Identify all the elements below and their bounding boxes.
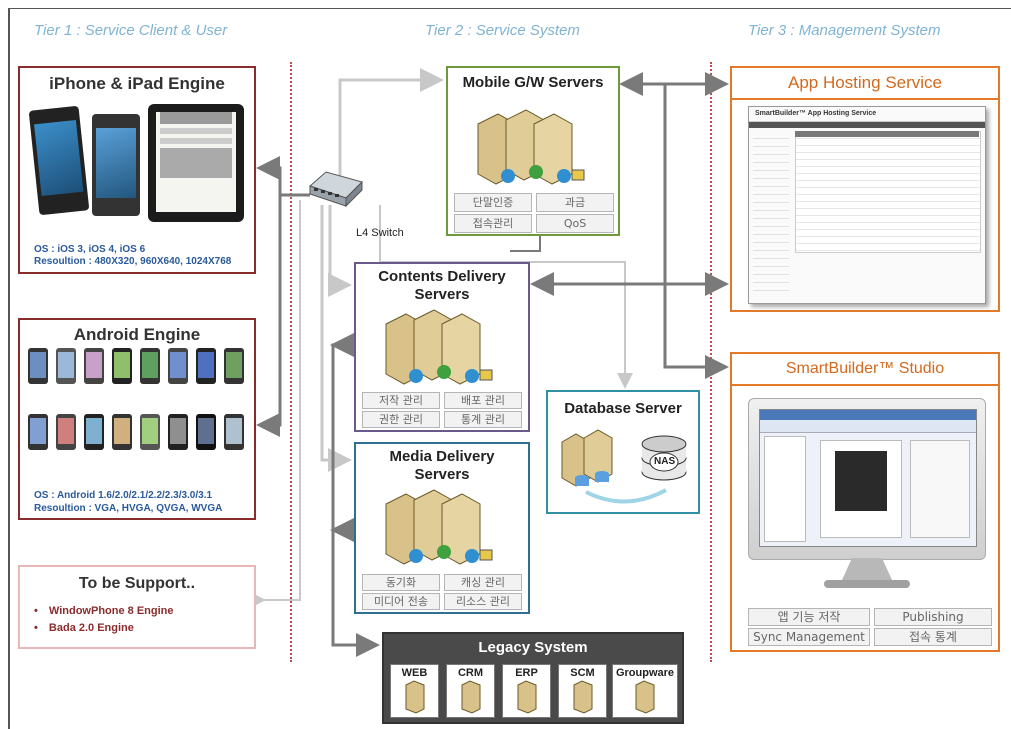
studio-title: SmartBuilder™ Studio [732, 354, 998, 386]
contents-label-permission: 권한 관리 [362, 411, 440, 428]
support-item: • Bada 2.0 Engine [34, 622, 134, 634]
monitor-stand-icon [824, 558, 910, 588]
legacy-crm: CRM [446, 664, 495, 718]
server-group-icon [385, 309, 493, 385]
iphone-device-2 [92, 114, 140, 216]
legacy-erp: ERP [502, 664, 551, 718]
studio-box: SmartBuilder™ Studio 앱 기능 저작 Publishing … [730, 352, 1000, 652]
iphone-resolution: Resoultion : 480X320, 960X640, 1024X768 [34, 256, 232, 267]
l4-switch [306, 168, 364, 208]
media-label-sync: 동기화 [362, 574, 440, 591]
contents-label-authoring: 저작 관리 [362, 392, 440, 409]
database-server-box: Database Server NAS [546, 390, 700, 514]
gw-label-auth: 단말인증 [454, 193, 532, 212]
nas-label: NAS [654, 456, 676, 467]
android-engine-box: Android Engine OS : Android 1.6/2.0/2.1/… [18, 318, 256, 520]
gw-label-qos: QoS [536, 214, 614, 233]
contents-label-stats: 통계 관리 [444, 411, 522, 428]
frame-left-line [8, 8, 10, 729]
server-group-icon [477, 109, 585, 185]
iphone-engine-title: iPhone & iPad Engine [49, 74, 225, 93]
studio-label-sync: Sync Management [748, 628, 870, 646]
iphone-engine-box: iPhone & iPad Engine OS : iOS 3, iOS 4, … [18, 66, 256, 274]
studio-label-authoring: 앱 기능 저작 [748, 608, 870, 626]
monitor-icon [748, 398, 986, 560]
media-label-caching: 캐싱 관리 [444, 574, 522, 591]
database-icon [561, 429, 687, 504]
legacy-scm: SCM [558, 664, 607, 718]
frame-top-line [8, 8, 1011, 9]
android-device-grid [28, 348, 250, 483]
server-icon [573, 680, 592, 714]
gw-label-connection: 접속관리 [454, 214, 532, 233]
legacy-web: WEB [390, 664, 439, 718]
l4-switch-label: L4 Switch [356, 227, 404, 239]
media-delivery-box: Media Delivery Servers 동기화 캐싱 관리 미디어 전송 … [354, 442, 530, 614]
app-hosting-screenshot: SmartBuilder™ App Hosting Service [748, 106, 986, 304]
studio-label-stats: 접속 통계 [874, 628, 992, 646]
legacy-groupware: Groupware [612, 664, 678, 718]
tier1-divider [290, 62, 292, 662]
android-os: OS : Android 1.6/2.0/2.1/2.2/2.3/3.0/3.1 [34, 490, 213, 501]
media-delivery-title: Media Delivery Servers [389, 448, 495, 483]
legacy-system-title: Legacy System [478, 639, 588, 656]
server-group-icon [385, 489, 493, 565]
to-be-supported-title: To be Support.. [78, 575, 196, 592]
server-icon [461, 680, 480, 714]
android-resolution: Resoultion : VGA, HVGA, QVGA, WVGA [34, 503, 223, 514]
gw-label-billing: 과금 [536, 193, 614, 212]
media-label-resource: 리소스 관리 [444, 593, 522, 610]
app-hosting-window-title: SmartBuilder™ App Hosting Service [749, 107, 985, 122]
contents-delivery-box: Contents Delivery Servers 저작 관리 배포 관리 권한… [354, 262, 530, 432]
studio-label-publishing: Publishing [874, 608, 992, 626]
media-label-transfer: 미디어 전송 [362, 593, 440, 610]
server-icon [635, 680, 655, 714]
tier3-heading: Tier 3 : Management System [748, 22, 941, 39]
contents-delivery-title: Contents Delivery Servers [378, 268, 506, 303]
tier1-heading: Tier 1 : Service Client & User [34, 22, 228, 39]
server-icon [517, 680, 536, 714]
iphone-os: OS : iOS 3, iOS 4, iOS 6 [34, 244, 146, 255]
ipad-device [148, 104, 244, 222]
android-engine-title: Android Engine [73, 325, 201, 344]
tier2-heading: Tier 2 : Service System [425, 22, 580, 39]
legacy-system-box: Legacy System WEB CRM ERP SCM Groupware [382, 632, 684, 724]
app-hosting-title: App Hosting Service [732, 68, 998, 100]
app-hosting-box: App Hosting Service SmartBuilder™ App Ho… [730, 66, 1000, 312]
mobile-gw-box: Mobile G/W Servers 단말인증 과금 접속관리 QoS [446, 66, 620, 236]
mobile-gw-title: Mobile G/W Servers [462, 74, 604, 91]
database-server-title: Database Server [564, 400, 682, 417]
iphone-device-1 [28, 105, 90, 216]
contents-label-deploy: 배포 관리 [444, 392, 522, 409]
server-icon [405, 680, 424, 714]
to-be-supported-box: To be Support.. • WindowPhone 8 Engine •… [18, 565, 256, 649]
switch-icon [309, 171, 363, 208]
support-item: • WindowPhone 8 Engine [34, 605, 174, 617]
